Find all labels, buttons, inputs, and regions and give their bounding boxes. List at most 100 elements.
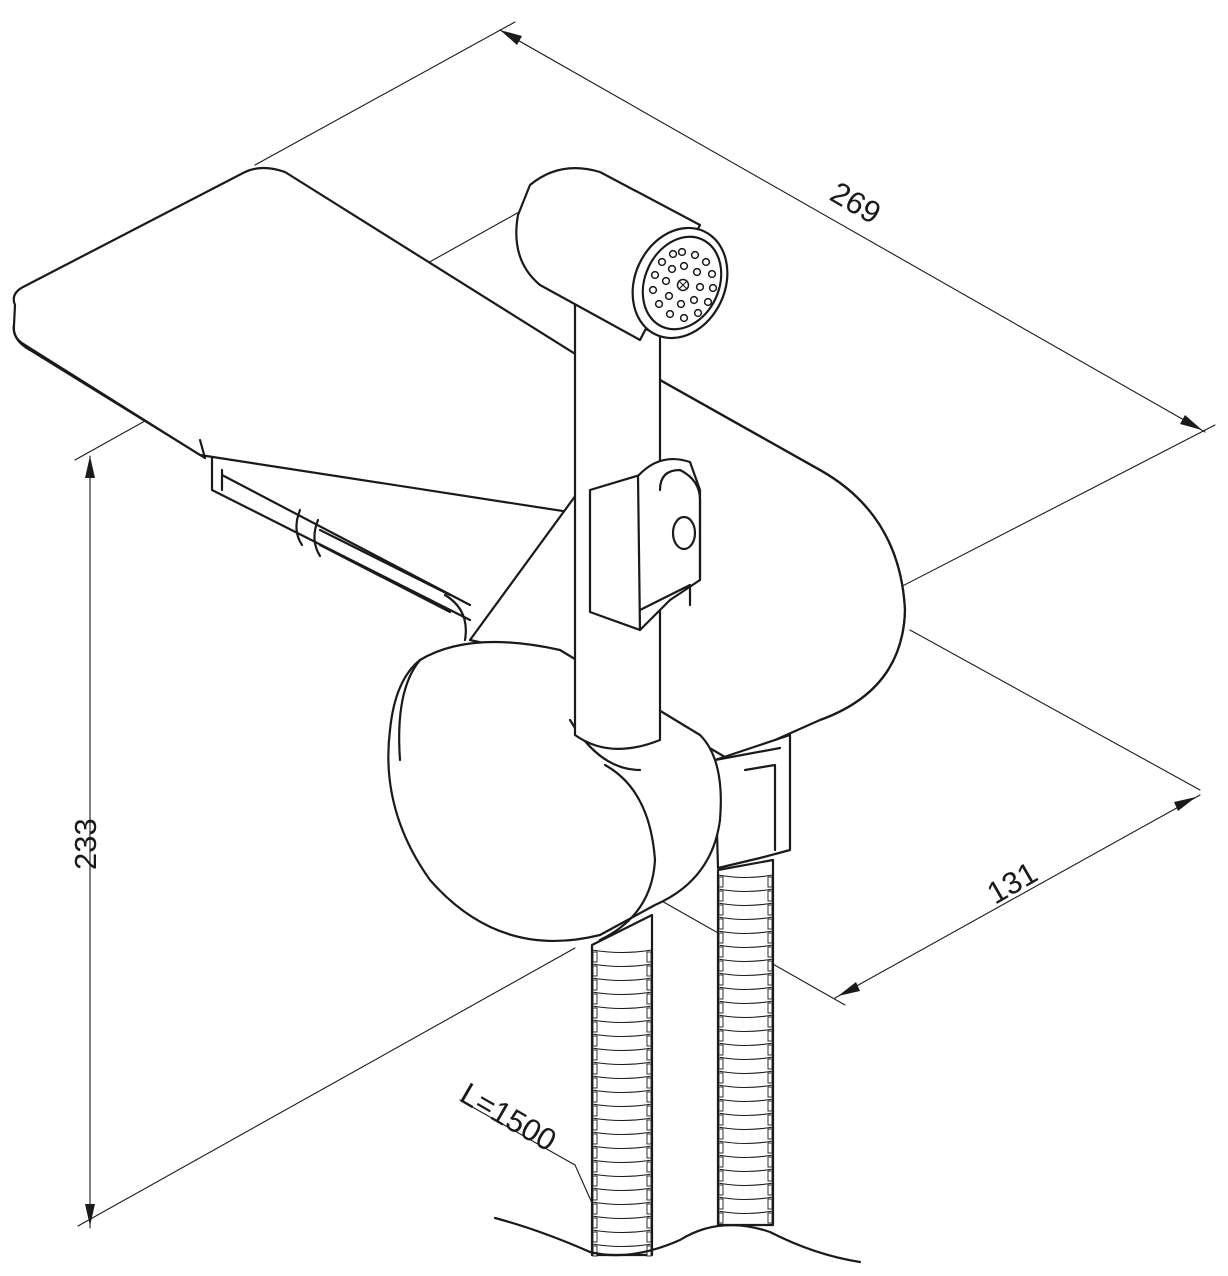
hose-ridge-edge — [592, 1217, 598, 1229]
dimension-label-131: 131 — [981, 855, 1043, 911]
hose-ridge-edge — [646, 1161, 652, 1173]
hose-ridge-edge — [767, 1002, 773, 1014]
hose-ridge-edge — [767, 890, 773, 902]
hose-ridge-edge — [767, 1030, 773, 1042]
hose-ridge-edge — [718, 988, 724, 1000]
hose-ridge — [591, 1159, 653, 1164]
hose-ridge — [717, 1182, 774, 1187]
hose-ridge — [717, 916, 774, 921]
hose-ridge-edge — [718, 1170, 724, 1182]
hose-ridge-edge — [646, 1189, 652, 1201]
wall-break-line — [493, 1216, 862, 1264]
hose-ridge-edge — [592, 1049, 598, 1061]
hose-ridge — [717, 1154, 774, 1159]
hose-ridge — [717, 1098, 774, 1103]
hose-ridge — [717, 1210, 774, 1215]
hose-ridge-edge — [592, 1077, 598, 1089]
hose-ridge-edge — [592, 1161, 598, 1173]
hose-ridge-edge — [718, 974, 724, 986]
arrow-269-end — [1180, 415, 1202, 430]
hose-ridge-edge — [718, 1114, 724, 1126]
hose-ridge-edge — [767, 1058, 773, 1070]
hose-ridge-edge — [718, 1086, 724, 1098]
hose-ridge-edge — [592, 1203, 598, 1215]
arrow-131-start — [838, 982, 860, 996]
hose-ridge-edge — [592, 1119, 598, 1131]
hose-ridge — [591, 1173, 653, 1178]
hose-ridge-edge — [718, 1198, 724, 1210]
hose-ridge-edge — [646, 965, 652, 977]
hose-ridge-edge — [718, 876, 724, 888]
hose-ridge — [591, 1243, 653, 1248]
hose-ridge — [717, 1126, 774, 1131]
hose-ridge-edge — [592, 1231, 598, 1243]
hose-ridge-edge — [646, 1105, 652, 1117]
hose-ridge-edge — [592, 1133, 598, 1145]
hose-ridge-edge — [718, 1128, 724, 1140]
hose-left — [590, 913, 654, 1257]
hose-ridge-edge — [718, 1072, 724, 1084]
hose-ridge-edge — [592, 979, 598, 991]
arrow-233-bottom — [85, 1204, 95, 1226]
hose-ridge-edge — [592, 951, 598, 963]
shower-holder — [588, 458, 702, 632]
hose-ridge-edge — [718, 960, 724, 972]
hose-ridge-edge — [592, 1063, 598, 1075]
hose-ridge — [591, 1229, 653, 1234]
hose-ridge — [717, 1000, 774, 1005]
spray-face — [648, 247, 718, 323]
hose-connector — [713, 733, 792, 870]
hose-ridge — [591, 1117, 653, 1122]
dimension-label-233: 233 — [68, 818, 103, 870]
hose-ridge — [591, 1187, 653, 1192]
hose-ridge-edge — [646, 1049, 652, 1061]
hose-ridge — [717, 958, 774, 963]
hose-ridge-edge — [592, 1147, 598, 1159]
hose-ridge-edge — [718, 1142, 724, 1154]
hose-ridge-edge — [646, 1021, 652, 1033]
hose-ridge — [591, 1061, 653, 1066]
hose-ridge-edge — [592, 1245, 598, 1257]
hose-ridge — [717, 1112, 774, 1117]
hose-ridge-edge — [718, 1044, 724, 1056]
hose-ridge-edge — [767, 876, 773, 888]
hose-ridge-edge — [718, 1100, 724, 1112]
hose-ridge — [717, 902, 774, 907]
hose-ridge-edge — [592, 1175, 598, 1187]
hose-ridge — [591, 963, 653, 968]
hose-ridge-edge — [646, 1077, 652, 1089]
hose-ridge-edge — [646, 1091, 652, 1103]
hose-ridge-edge — [592, 1105, 598, 1117]
hose-ridge-edge — [718, 932, 724, 944]
dimension-label-269: 269 — [825, 175, 887, 231]
hose-ridge-edge — [646, 1147, 652, 1159]
hose-ridge-edge — [767, 1128, 773, 1140]
hose-ridge-edge — [767, 1086, 773, 1098]
hose-ridge-edge — [646, 993, 652, 1005]
hose-ridge — [717, 944, 774, 949]
hose-ridge-edge — [718, 1184, 724, 1196]
hose-ridge-edge — [718, 1212, 724, 1224]
hose-ridge-edge — [646, 951, 652, 963]
hose-ridge-edge — [767, 1212, 773, 1224]
hose-ridge-edge — [646, 1133, 652, 1145]
hose-ridge-edge — [767, 918, 773, 930]
hose-ridge-edge — [592, 1007, 598, 1019]
hose-ridge-edge — [718, 918, 724, 930]
hose-ridge-edge — [592, 965, 598, 977]
hose-ridge-edge — [646, 1217, 652, 1229]
hose-ridge-edge — [592, 1091, 598, 1103]
hose-ridge — [717, 1056, 774, 1061]
hose-ridge-edge — [767, 946, 773, 958]
hose-ridge-edge — [718, 946, 724, 958]
hose-ridge — [591, 1215, 653, 1220]
hose-right — [716, 858, 775, 1227]
hose-ridge-edge — [646, 1035, 652, 1047]
hose-ridge — [591, 949, 653, 954]
hose-ridge-edge — [767, 1016, 773, 1028]
hose-ridge — [717, 888, 774, 893]
hose-ridge-edge — [718, 1016, 724, 1028]
hose-ridge — [591, 1103, 653, 1108]
hose-ridge — [591, 1089, 653, 1094]
hose-ridge-edge — [767, 904, 773, 916]
